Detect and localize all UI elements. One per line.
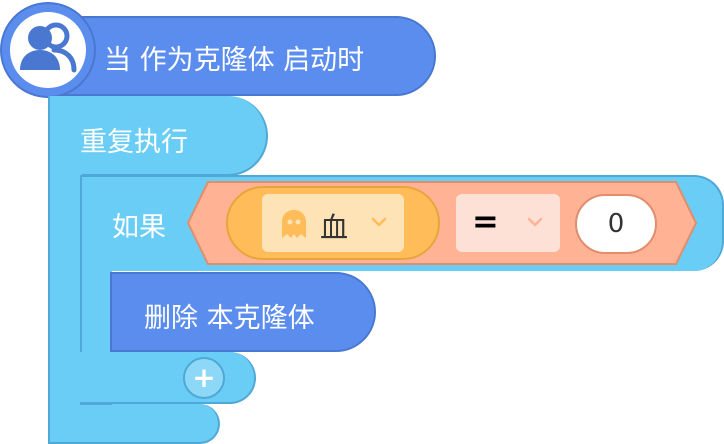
variable-name: 血 <box>320 211 349 244</box>
operator-dropdown[interactable] <box>456 194 560 252</box>
chevron-down-icon <box>371 217 387 227</box>
delete-this-clone-block[interactable] <box>110 272 376 352</box>
delete-block-label: 删除 本克隆体 <box>144 303 315 334</box>
forever-block-label: 重复执行 <box>80 127 188 158</box>
if-block-bottom <box>80 352 256 404</box>
operator-symbol: = <box>472 202 499 240</box>
if-block-label: 如果 <box>112 212 166 243</box>
forever-block-arm <box>48 170 82 444</box>
clone-users-icon <box>10 12 86 88</box>
hat-block-label: 当 作为克隆体 启动时 <box>104 45 365 76</box>
chevron-down-icon <box>527 217 543 227</box>
add-block-button[interactable]: + <box>183 357 225 399</box>
forever-block[interactable] <box>48 96 268 176</box>
ghost-icon <box>282 210 306 238</box>
value-input[interactable]: 0 <box>575 194 657 254</box>
forever-block-bottom <box>48 404 220 444</box>
